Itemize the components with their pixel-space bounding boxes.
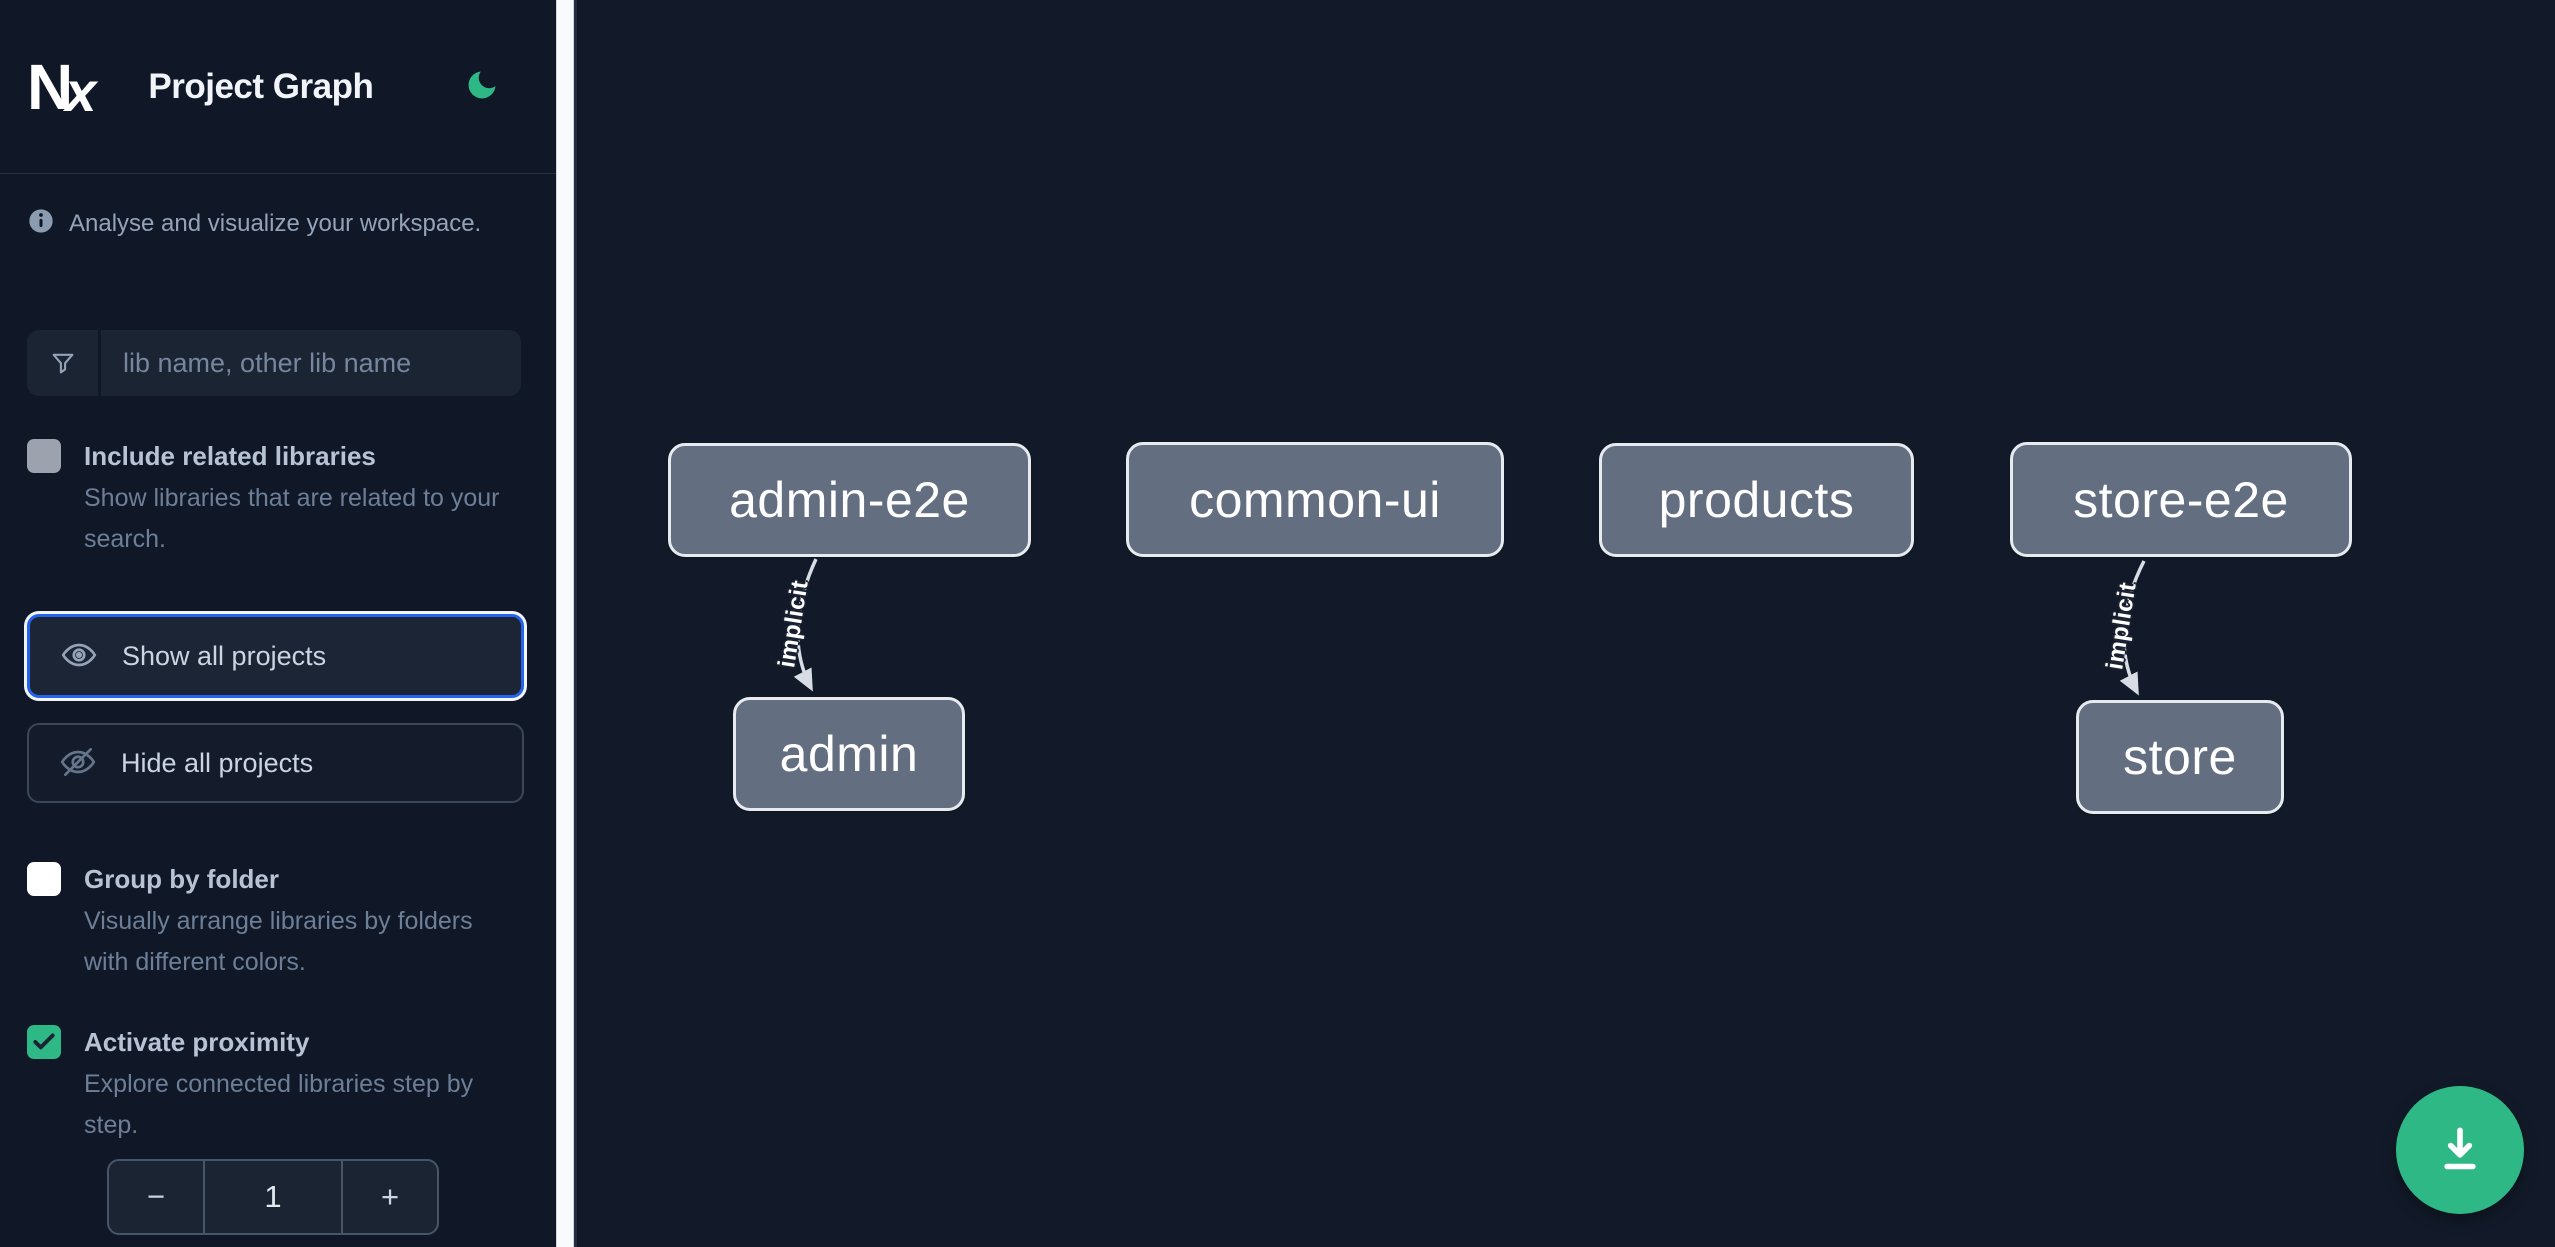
include-related-description: Show libraries that are related to your … — [84, 484, 500, 553]
graph-node-admin[interactable]: admin — [733, 697, 965, 811]
nx-logo-n: N — [27, 50, 73, 123]
activate-proximity-label[interactable]: Activate proximity — [84, 1027, 310, 1057]
edge-label-admin-e2e-admin: implicit — [773, 578, 814, 670]
proximity-increment-button[interactable]: + — [341, 1161, 437, 1233]
eye-off-icon — [59, 743, 97, 784]
option-activate-proximity: Activate proximity Explore connected lib… — [27, 1023, 524, 1146]
save-image-button[interactable] — [2396, 1086, 2524, 1214]
option-group-by-folder: Group by folder Visually arrange librari… — [27, 860, 524, 983]
edge-label-store-e2e-store: implicit — [2101, 580, 2142, 672]
show-all-projects-button[interactable]: Show all projects — [27, 614, 524, 698]
moon-icon — [464, 67, 500, 106]
filter-input-group — [27, 330, 521, 396]
show-all-projects-label: Show all projects — [122, 640, 327, 671]
graph-node-store-e2e[interactable]: store-e2e — [2010, 442, 2352, 557]
include-related-label[interactable]: Include related libraries — [84, 441, 376, 471]
funnel-icon — [27, 330, 101, 396]
graph-node-products[interactable]: products — [1599, 443, 1914, 557]
include-related-checkbox[interactable] — [27, 439, 61, 473]
nx-logo-x: x — [65, 59, 96, 123]
workspace-info-row: Analyse and visualize your workspace. — [27, 207, 529, 240]
graph-node-admin-e2e[interactable]: admin-e2e — [668, 443, 1031, 557]
option-include-related: Include related libraries Show libraries… — [27, 437, 524, 560]
activate-proximity-checkbox[interactable] — [27, 1025, 61, 1059]
theme-toggle-button[interactable] — [462, 67, 502, 107]
workspace-info-text: Analyse and visualize your workspace. — [69, 209, 482, 237]
hide-all-projects-button[interactable]: Hide all projects — [27, 723, 524, 803]
proximity-decrement-button[interactable]: − — [109, 1161, 205, 1233]
search-input[interactable] — [101, 330, 521, 396]
graph-node-common-ui[interactable]: common-ui — [1126, 442, 1504, 557]
graph-node-store[interactable]: store — [2076, 700, 2284, 814]
eye-icon — [60, 636, 98, 677]
group-by-folder-description: Visually arrange libraries by folders wi… — [84, 907, 473, 976]
download-icon — [2432, 1121, 2488, 1180]
group-by-folder-label[interactable]: Group by folder — [84, 864, 279, 894]
page-title: Project Graph — [148, 66, 374, 106]
info-icon — [27, 207, 55, 240]
proximity-depth-stepper: − 1 + — [107, 1159, 439, 1235]
proximity-depth-value: 1 — [264, 1179, 282, 1214]
graph-canvas[interactable]: admin-e2e common-ui products store-e2e admin… — [574, 0, 2555, 1247]
group-by-folder-checkbox[interactable] — [27, 862, 61, 896]
sidebar-scrollbar[interactable] — [556, 0, 574, 1247]
hide-all-projects-label: Hide all projects — [121, 747, 314, 778]
graph-edges-layer — [793, 558, 2146, 696]
activate-proximity-description: Explore connected libraries step by step… — [84, 1070, 474, 1139]
